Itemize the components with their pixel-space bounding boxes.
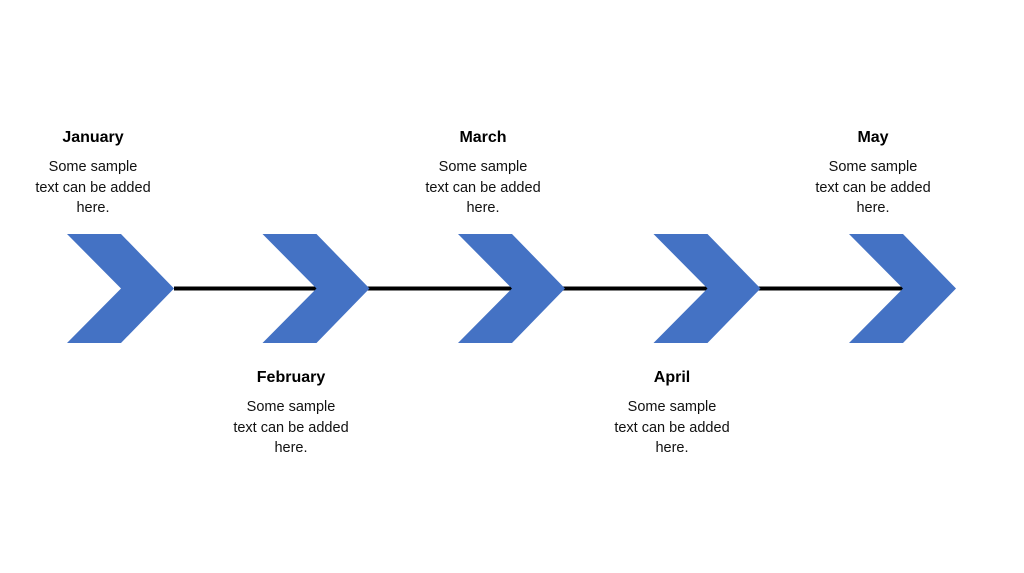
milestone-title: March (459, 129, 507, 146)
milestone-description: Some sample text can be added here. (403, 157, 563, 219)
desc-line: Some sample (48, 159, 138, 175)
desc-line: here. (76, 200, 110, 216)
desc-line: here. (655, 440, 689, 456)
milestone-title: February (256, 369, 326, 386)
chevron-march (458, 234, 565, 343)
desc-line: text can be added (233, 419, 349, 436)
chevron-may (849, 234, 956, 343)
milestone-label-february: February Some sample text can be added her… (211, 368, 371, 459)
desc-line: Some sample (627, 399, 717, 415)
milestone-description: Some sample text can be added here. (592, 397, 752, 459)
milestone-title: January (62, 129, 124, 146)
milestone-label-april: April Some sample text can be added here. (592, 368, 752, 459)
milestone-label-march: March Some sample text can be added here. (403, 128, 563, 219)
milestone-label-may: May Some sample text can be added here. (793, 128, 953, 219)
desc-line: text can be added (425, 179, 541, 196)
desc-line: here. (856, 200, 890, 216)
desc-line: here. (274, 440, 308, 456)
desc-line: Some sample (246, 399, 336, 415)
milestone-description: Some sample text can be added here. (211, 397, 371, 459)
desc-line: text can be added (35, 179, 151, 196)
chevron-january (67, 234, 174, 343)
milestone-description: Some sample text can be added here. (13, 157, 173, 219)
milestone-description: Some sample text can be added here. (793, 157, 953, 219)
desc-line: text can be added (614, 419, 730, 436)
desc-line: Some sample (828, 159, 918, 175)
desc-line: text can be added (815, 179, 931, 196)
chevron-april (653, 234, 761, 343)
desc-line: here. (466, 200, 500, 216)
milestone-title: April (653, 369, 691, 386)
chevron-february (262, 234, 370, 343)
milestone-title: May (857, 129, 889, 146)
milestone-label-january: January Some sample text can be added here… (13, 128, 173, 219)
desc-line: Some sample (438, 159, 528, 175)
